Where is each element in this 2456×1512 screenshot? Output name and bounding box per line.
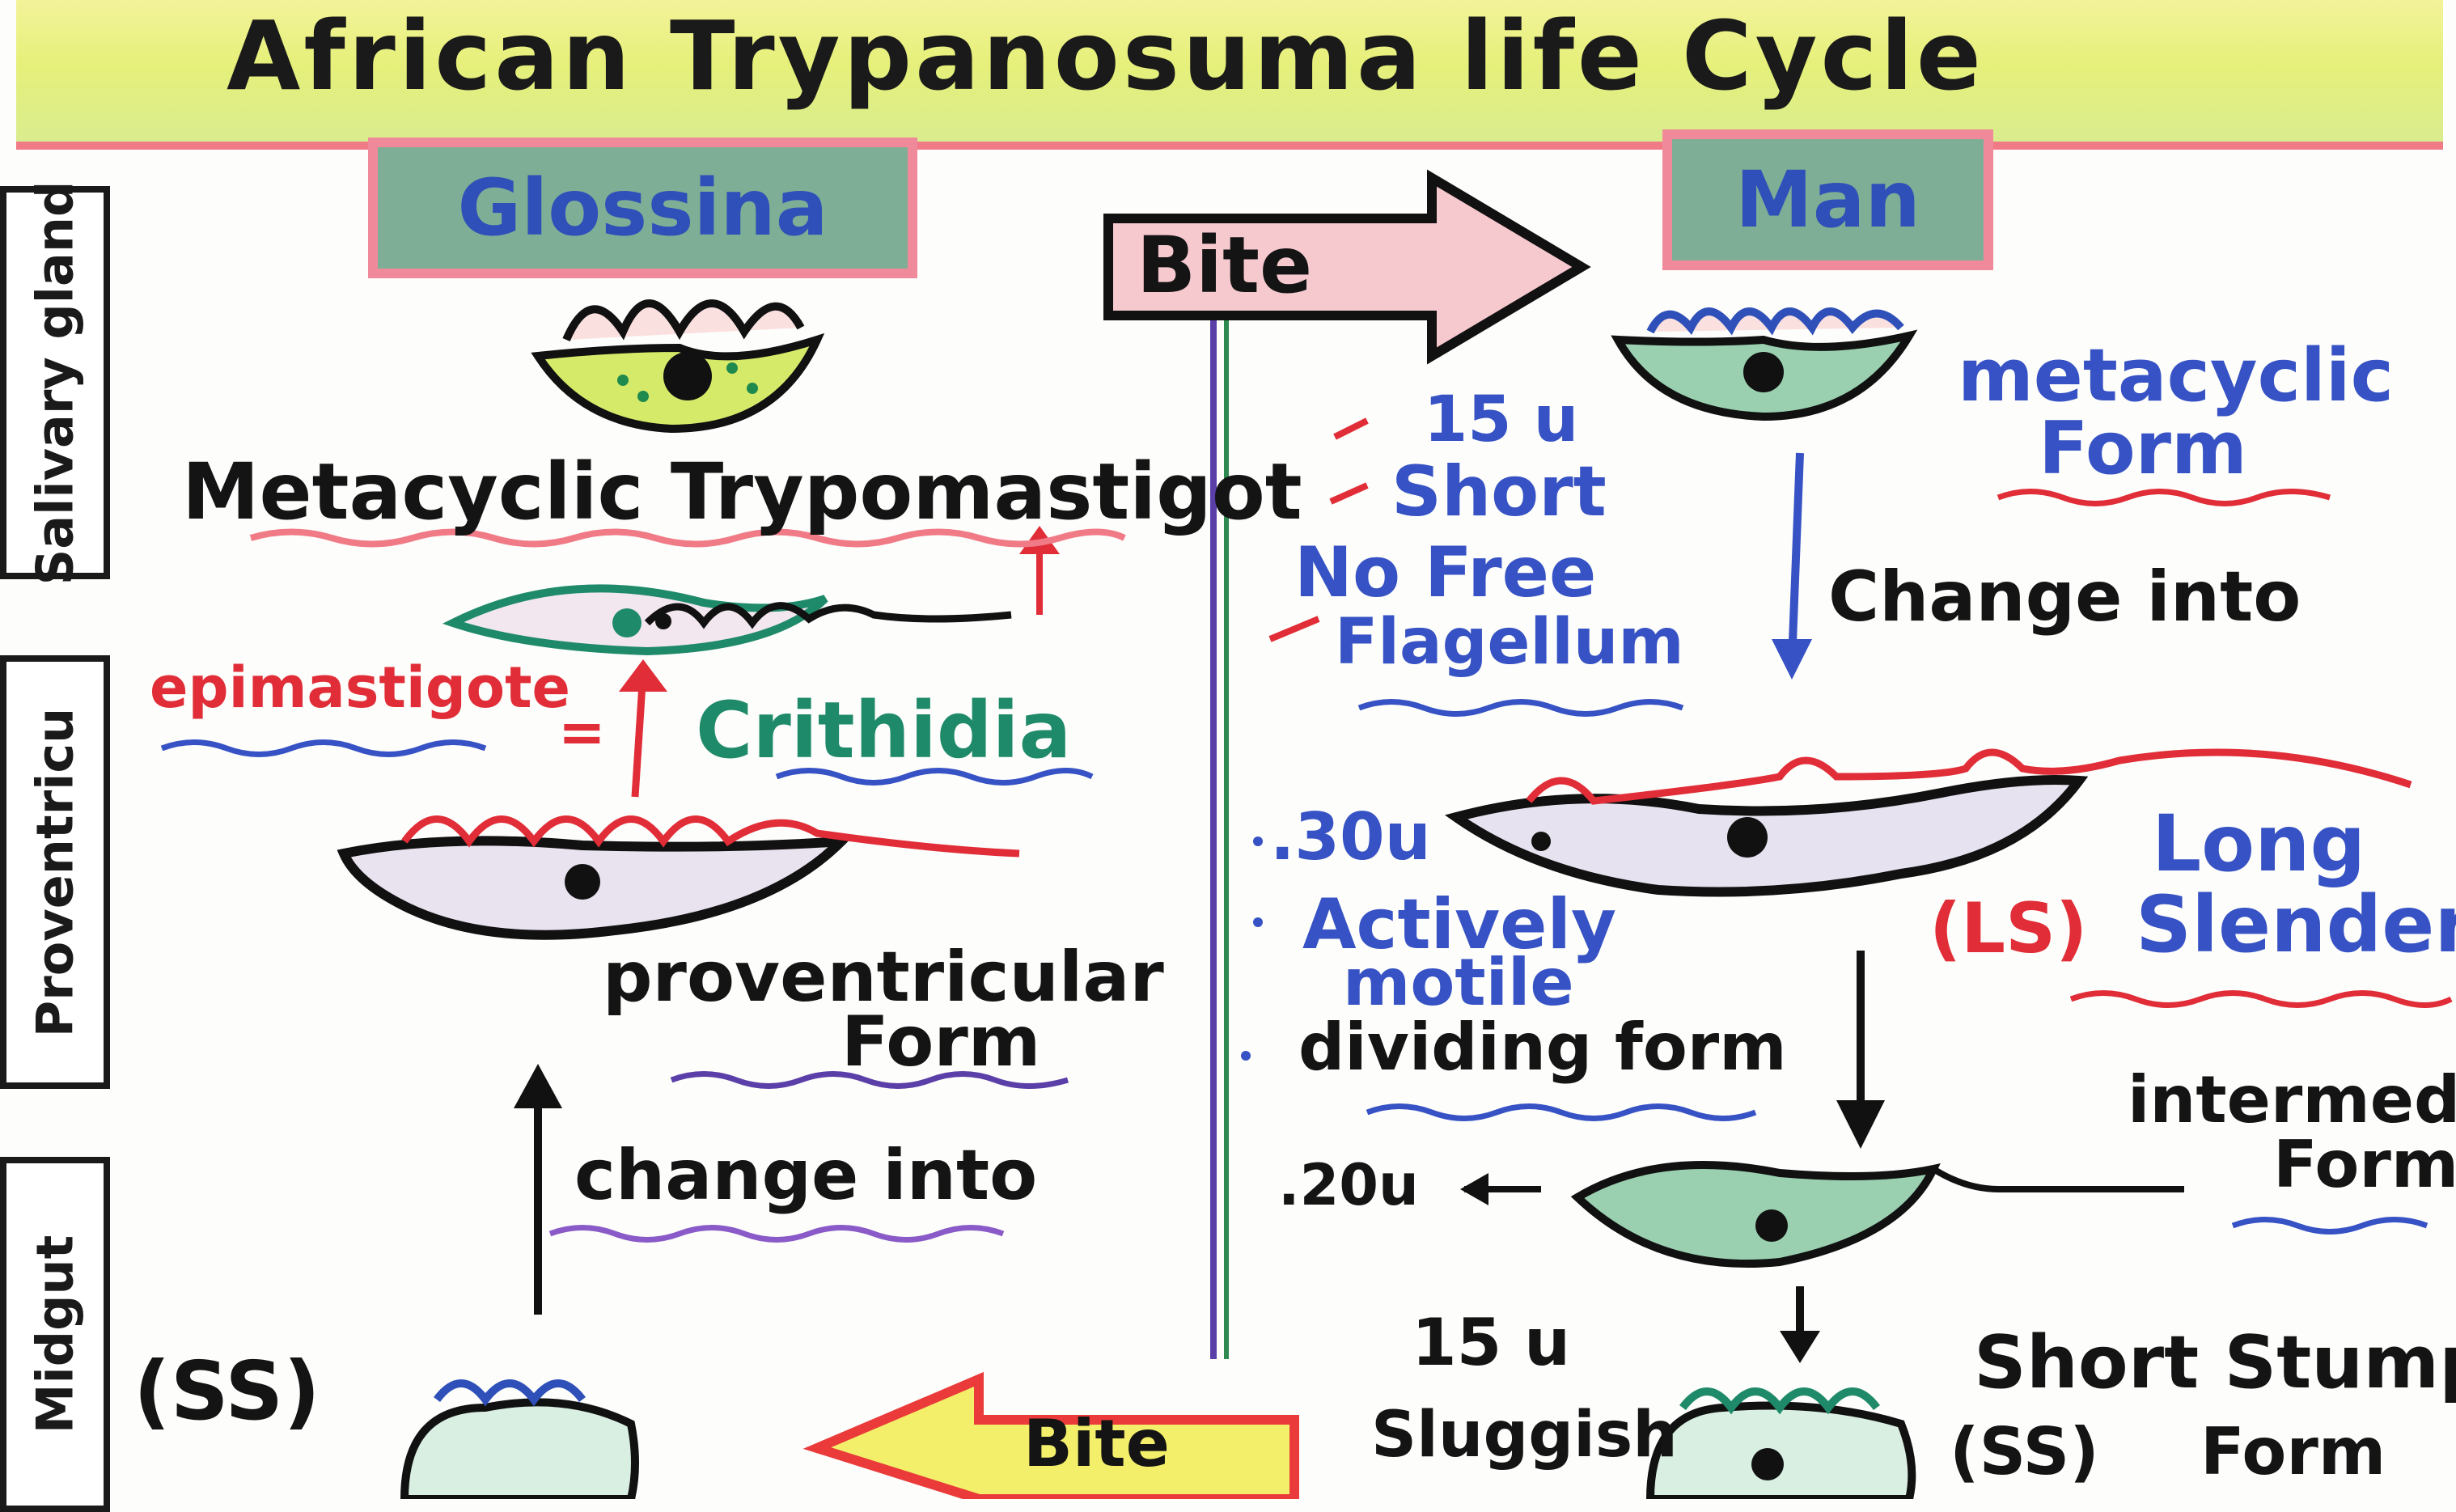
slender-label: Slender [2136,879,2456,970]
change-into-label-right: Change into [1828,557,2301,637]
metacyclic-trypomastigote-label: Metacyclic Trypomastigot [182,447,1302,537]
note-15u-bottom: 15 u [1412,1305,1571,1380]
proventricular-label-line1: proventricular [603,937,1164,1018]
check-mark [1329,482,1369,505]
down-arrow-ls-intermediate [1836,951,1885,1149]
check-mark [1333,417,1369,440]
underline-notes [1357,699,1684,717]
arrow-20u [1460,1173,1541,1205]
metacyclic-cell-right [1611,307,1918,421]
long-label: Long [2152,798,2366,889]
red-up-arrow-epimastigote [619,659,667,798]
note-flagellum: Flagellum [1335,606,1684,679]
short-stumpy-cell-right [1645,1387,1916,1499]
underline-proventricular [670,1071,1069,1089]
note-no-free: No Free [1294,532,1597,613]
side-label-salivary: Salivary gland [0,180,110,585]
underline-change-into-left [548,1225,1005,1243]
bite-arrow-left [802,1371,1299,1499]
bite-arrow-right [1103,169,1591,365]
note-short: Short [1391,451,1607,532]
change-into-arrow-right [1772,452,1812,680]
note-30u: .30u [1270,799,1431,875]
change-into-label-left: change into [574,1135,1038,1216]
down-arrow-intermediate-stumpy [1780,1286,1820,1363]
metacyclic-cell-left [531,299,825,434]
proventricular-label-line2: Form [841,1002,1041,1082]
intermediate-label-line1: intermed. [2128,1062,2456,1137]
proventricular-cell [337,815,1020,940]
bullet-dot [1241,1051,1251,1061]
change-into-arrow-left [514,1064,562,1315]
underline-dividing-form [1366,1103,1757,1121]
equals-sign: = [558,699,606,765]
note-actively: Actively [1302,884,1617,965]
crithidia-label: Crithidia [696,685,1072,776]
underline-intermed [2231,1217,2428,1235]
underline-metacyclic-right [1997,489,2331,506]
ss-code-label-right: (SS) [1950,1414,2099,1489]
note-dividing-form: dividing form [1298,1010,1787,1085]
underline-epimastigote [160,739,487,757]
ls-code-label: (LS) [1929,888,2088,969]
bullet-dot [1253,836,1263,846]
page-title: African Trypanosuma life Cycle [227,0,1984,112]
short-stumpy-label-line2: Form [2200,1414,2386,1489]
ss-label-left: (SS) [133,1344,320,1438]
man-host-box: Man [1662,129,1993,270]
epimastigote-cell [442,584,1012,656]
underline-metacyclic-left [249,528,1126,548]
glossina-label: Glossina [457,163,828,253]
long-slender-cell [1444,748,2412,897]
short-stumpy-cell-left [400,1379,639,1499]
bullet-dot [1253,917,1263,927]
note-sluggish: Sluggish [1371,1399,1678,1472]
title-band [16,0,2443,150]
underline-crithidia [775,768,1094,786]
underline-long-slender [2069,990,2453,1008]
note-20u: .20u [1278,1152,1419,1218]
intermediate-cell [1570,1161,2184,1268]
bite-label-top: Bite [1137,220,1313,311]
check-mark [1268,616,1320,642]
intermediate-label-line2: Form [2273,1127,2456,1202]
side-label-proventricu: Proventricu [0,655,110,1089]
note-15u: 15 u [1424,383,1579,456]
epimastigote-label: epimastigote [150,654,571,721]
man-label: Man [1735,155,1920,245]
glossina-host-box: Glossina [368,138,917,278]
note-motile: motile [1343,945,1574,1020]
metacyclic-form-label-line1: metacyclic [1958,333,2394,418]
short-stumpy-label-line1: Short Stumpy [1974,1320,2456,1405]
metacyclic-form-label-line2: Form [2039,406,2247,491]
side-label-midgut: Midgut [0,1157,110,1512]
bite-label-bottom: Bite [1023,1406,1170,1481]
